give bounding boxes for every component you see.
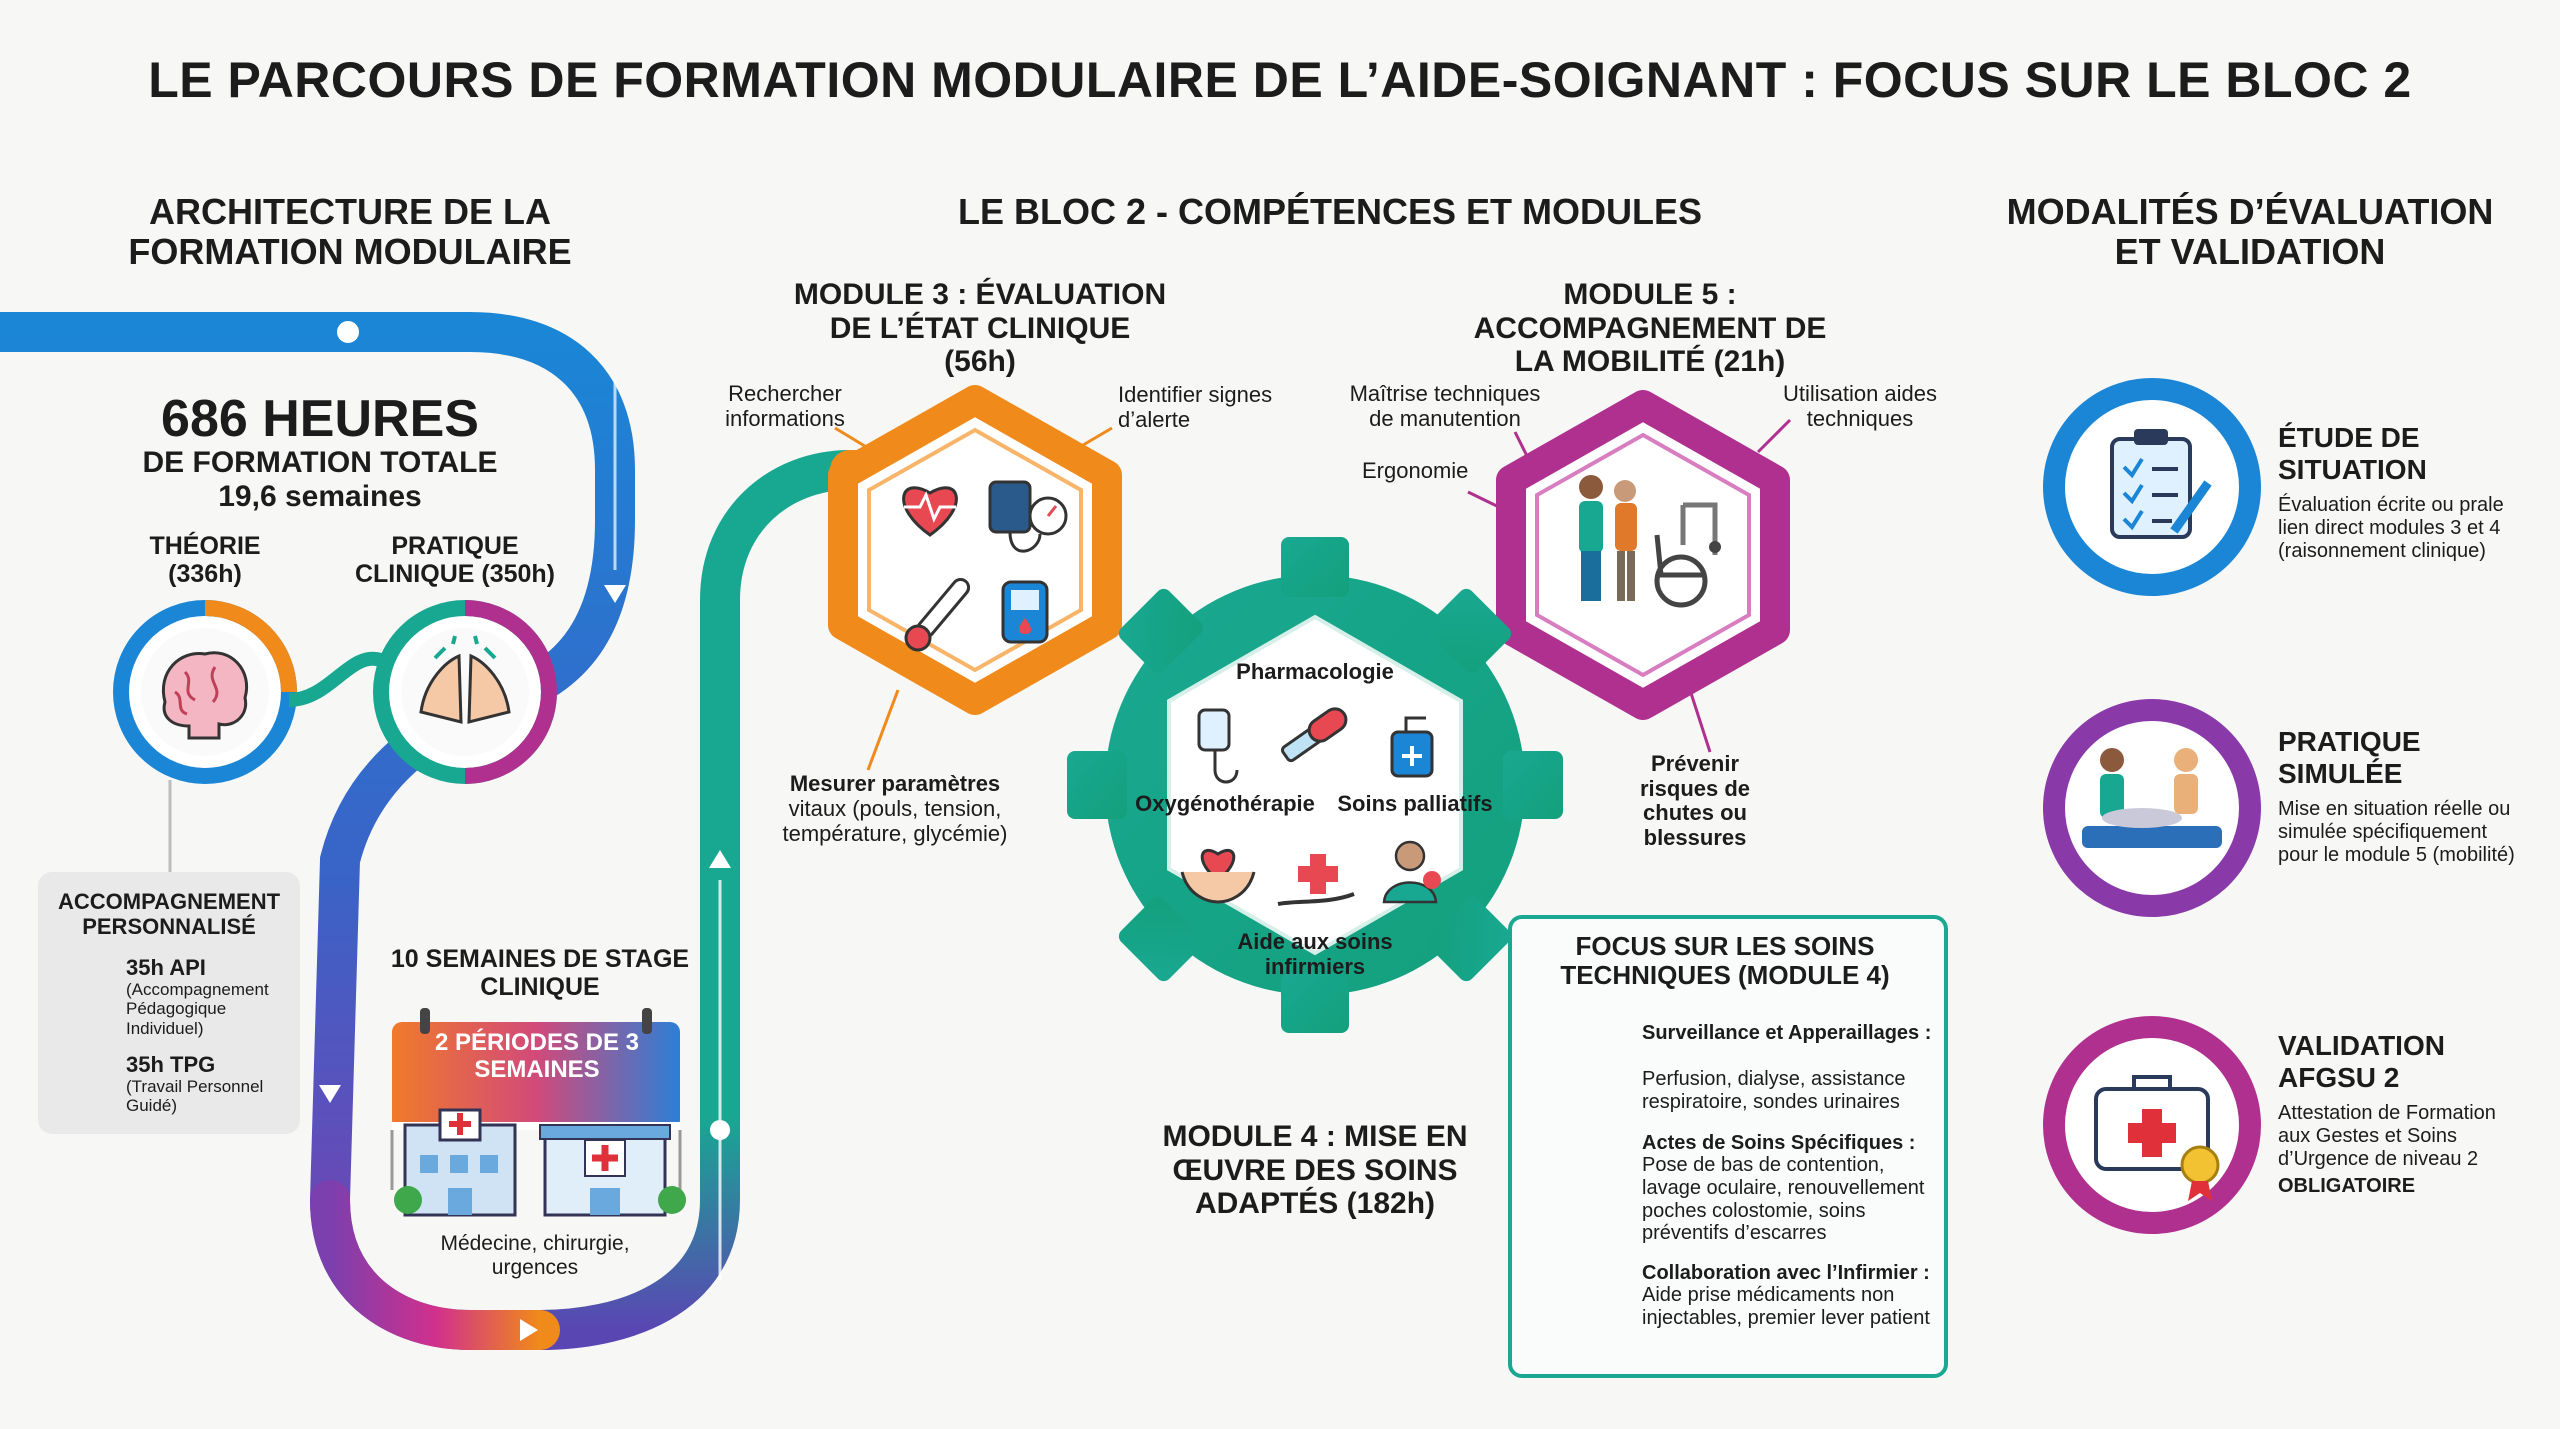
- step3-title: VALIDATION AFGSU 2: [2278, 1030, 2445, 1093]
- gear-item-oxygen: Oxygénothérapie: [1135, 791, 1315, 816]
- module5-title: MODULE 5 : ACCOMPAGNEMENT DE LA MOBILITÉ…: [1473, 278, 1827, 379]
- tpg-description: (Travail Personnel Guidé): [126, 1077, 264, 1116]
- personal-support-box: [38, 872, 300, 1134]
- glucometer-icon: [1001, 580, 1049, 644]
- module5-note-ergonomics: Ergonomie: [1362, 458, 1469, 483]
- module3-title: MODULE 3 : ÉVALUATION DE L’ÉTAT CLINIQUE…: [793, 278, 1167, 379]
- mobility-icon: [1579, 475, 1721, 608]
- path-arrow-down-2: [319, 1085, 341, 1103]
- focus-box: [1508, 915, 1948, 1378]
- focus-title: FOCUS SUR LES SOINS TECHNIQUES (MODULE 4…: [1560, 931, 1890, 991]
- heart-pulse-icon: [902, 486, 958, 537]
- focus-item-monitoring: Perfusion, dialyse, assistance respirato…: [1642, 1068, 1906, 1113]
- step2-text: Mise en situation réelle ou simulée spéc…: [2278, 798, 2515, 866]
- left-heading: ARCHITECTURE DE LA FORMATION MODULAIRE: [128, 191, 572, 273]
- focus-item-head-acts: Actes de Soins Spécifiques :: [1642, 1132, 1916, 1154]
- gear-item-nursing: Aide aux soins infirmiers: [1237, 929, 1393, 979]
- api-hours: 35h API: [126, 955, 206, 980]
- personal-support-title: ACCOMPAGNEMENT PERSONNALISÉ: [57, 889, 281, 939]
- step1-text: Évaluation écrite ou prale lien direct m…: [2278, 494, 2504, 562]
- path-dot: [333, 317, 363, 347]
- module5-note-aids: Utilisation aides techniques: [1782, 381, 1938, 431]
- step3-mandatory: OBLIGATOIRE: [2278, 1175, 2416, 1197]
- api-description: (Accompagnement Pédagogique Individuel): [126, 980, 269, 1038]
- iv-bag-icon: [1197, 708, 1239, 784]
- module3-note-vitals-head: Mesurer paramètres: [789, 771, 1001, 796]
- theory-label: THÉORIE (336h): [149, 532, 261, 588]
- step3-text: Attestation de Formation aux Gestes et S…: [2278, 1102, 2496, 1170]
- practice-label: PRATIQUE CLINIQUE (350h): [354, 532, 556, 588]
- stage-services: Médecine, chirurgie, urgences: [440, 1232, 630, 1279]
- focus-item-collab: Aide prise médicaments non injectables, …: [1642, 1284, 1930, 1329]
- blood-pressure-icon: [988, 480, 1068, 553]
- total-hours: 686 HEURES: [161, 390, 479, 448]
- thermometer-icon: [904, 577, 971, 652]
- path-arrow-right: [520, 1319, 538, 1341]
- hospital-icon: [394, 1108, 686, 1217]
- brain-icon: [162, 651, 248, 740]
- right-heading: MODALITÉS D’ÉVALUATION ET VALIDATION: [2006, 191, 2494, 273]
- step1-title: ÉTUDE DE SITUATION: [2278, 422, 2427, 485]
- heart-hands-icon: [1180, 848, 1256, 904]
- module3-note-search: Rechercher informations: [725, 381, 845, 431]
- module5-note-falls: Prévenir risques de chutes ou blessures: [1639, 751, 1751, 850]
- path-arrow-down: [604, 585, 626, 603]
- care-hand-icon: [1277, 854, 1355, 906]
- focus-item-acts: Pose de bas de contention, lavage oculai…: [1642, 1154, 1925, 1245]
- hands-icon: [419, 635, 511, 724]
- module3-note-vitals: vitaux (pouls, tension, température, gly…: [782, 796, 1008, 846]
- step2-title: PRATIQUE SIMULÉE: [2278, 726, 2421, 789]
- gear-item-pharmacology: Pharmacologie: [1236, 659, 1394, 684]
- module5-note-handling: Maîtrise techniques de manutention: [1349, 381, 1541, 431]
- module3-note-alert: Identifier signes d’alerte: [1118, 382, 1273, 433]
- stage-title: 10 SEMAINES DE STAGE CLINIQUE: [390, 945, 690, 1001]
- nurse-icon: [1382, 840, 1441, 904]
- focus-item-head-monitoring: Surveillance et Apperaillages :: [1642, 1022, 1932, 1044]
- syringe-pill-icon: [1280, 707, 1348, 763]
- center-heading: LE BLOC 2 - COMPÉTENCES ET MODULES: [957, 191, 1703, 232]
- total-hours-label: DE FORMATION TOTALE: [142, 446, 498, 479]
- stage-periods: 2 PÉRIODES DE 3 SEMAINES: [434, 1029, 640, 1083]
- module5-hexagon: [1496, 390, 1790, 720]
- practice-circle: [373, 600, 557, 784]
- gear-item-palliative: Soins palliatifs: [1337, 791, 1493, 816]
- stage-calendar: [390, 1008, 682, 1190]
- sanitizer-icon: [1390, 716, 1434, 778]
- page-title: LE PARCOURS DE FORMATION MODULAIRE DE L’…: [148, 52, 2412, 108]
- module4-title: MODULE 4 : MISE EN ŒUVRE DES SOINS ADAPT…: [1162, 1120, 1468, 1221]
- total-weeks: 19,6 semaines: [218, 480, 422, 513]
- simulation-icon: [2082, 748, 2222, 848]
- focus-item-head-collab: Collaboration avec l’Infirmier :: [1642, 1262, 1930, 1284]
- tpg-hours: 35h TPG: [126, 1052, 216, 1077]
- module3-hexagon: [828, 385, 1122, 715]
- path-arrow-up: [709, 850, 731, 868]
- clipboard-icon: [2110, 429, 2212, 539]
- first-aid-icon: [2094, 1075, 2220, 1201]
